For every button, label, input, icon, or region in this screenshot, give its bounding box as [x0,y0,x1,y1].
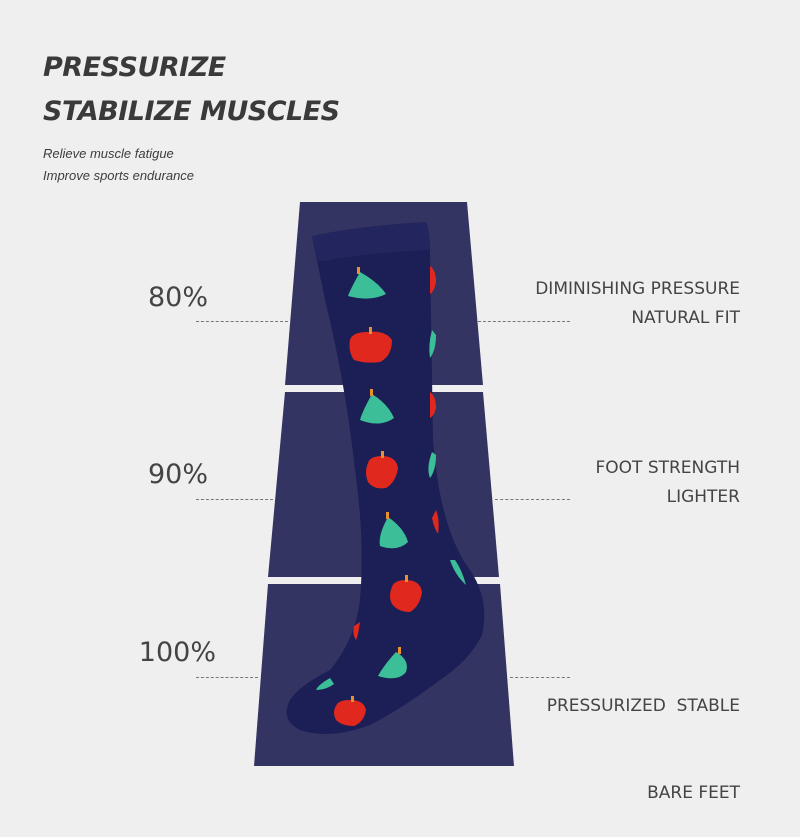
leader-line-left-1 [196,321,288,322]
headline-line-2: STABILIZE MUSCLES [43,96,340,127]
feature-line-2: LIGHTER [666,487,740,507]
leader-line-right-1 [478,321,570,322]
feature-label-zone-3: PRESSURIZED STABLE BARE FEET [547,634,740,837]
feature-label-zone-1: DIMINISHING PRESSURE NATURAL FIT [535,275,740,333]
sock-illustration [254,202,514,766]
apple-icon [334,700,366,726]
apple-icon [366,456,398,489]
leader-line-right-3 [510,677,570,678]
feature-label-zone-2: FOOT STRENGTH LIGHTER [595,454,740,512]
leader-line-right-2 [495,499,570,500]
leader-line-left-3 [196,677,258,678]
pressure-label-80: 80% [147,282,208,313]
headline-line-1: PRESSURIZE [43,52,226,83]
pear-icon [348,272,386,299]
feature-line-2: NATURAL FIT [631,308,740,328]
pear-icon [360,394,394,424]
pressure-label-90: 90% [147,459,208,490]
apple-icon [390,580,422,612]
apple-icon [349,331,392,363]
feature-line-1: DIMINISHING PRESSURE [535,279,740,299]
feature-line-1: FOOT STRENGTH [595,458,740,478]
pear-icon [379,517,408,549]
subtitle-line-2: Improve sports endurance [43,168,195,183]
feature-line-2: BARE FEET [647,783,740,803]
pressure-label-100: 100% [138,637,216,668]
pear-icon [378,652,407,679]
leader-line-left-2 [196,499,273,500]
feature-line-1: PRESSURIZED STABLE [546,696,740,716]
subtitle-line-1: Relieve muscle fatigue [43,146,174,161]
